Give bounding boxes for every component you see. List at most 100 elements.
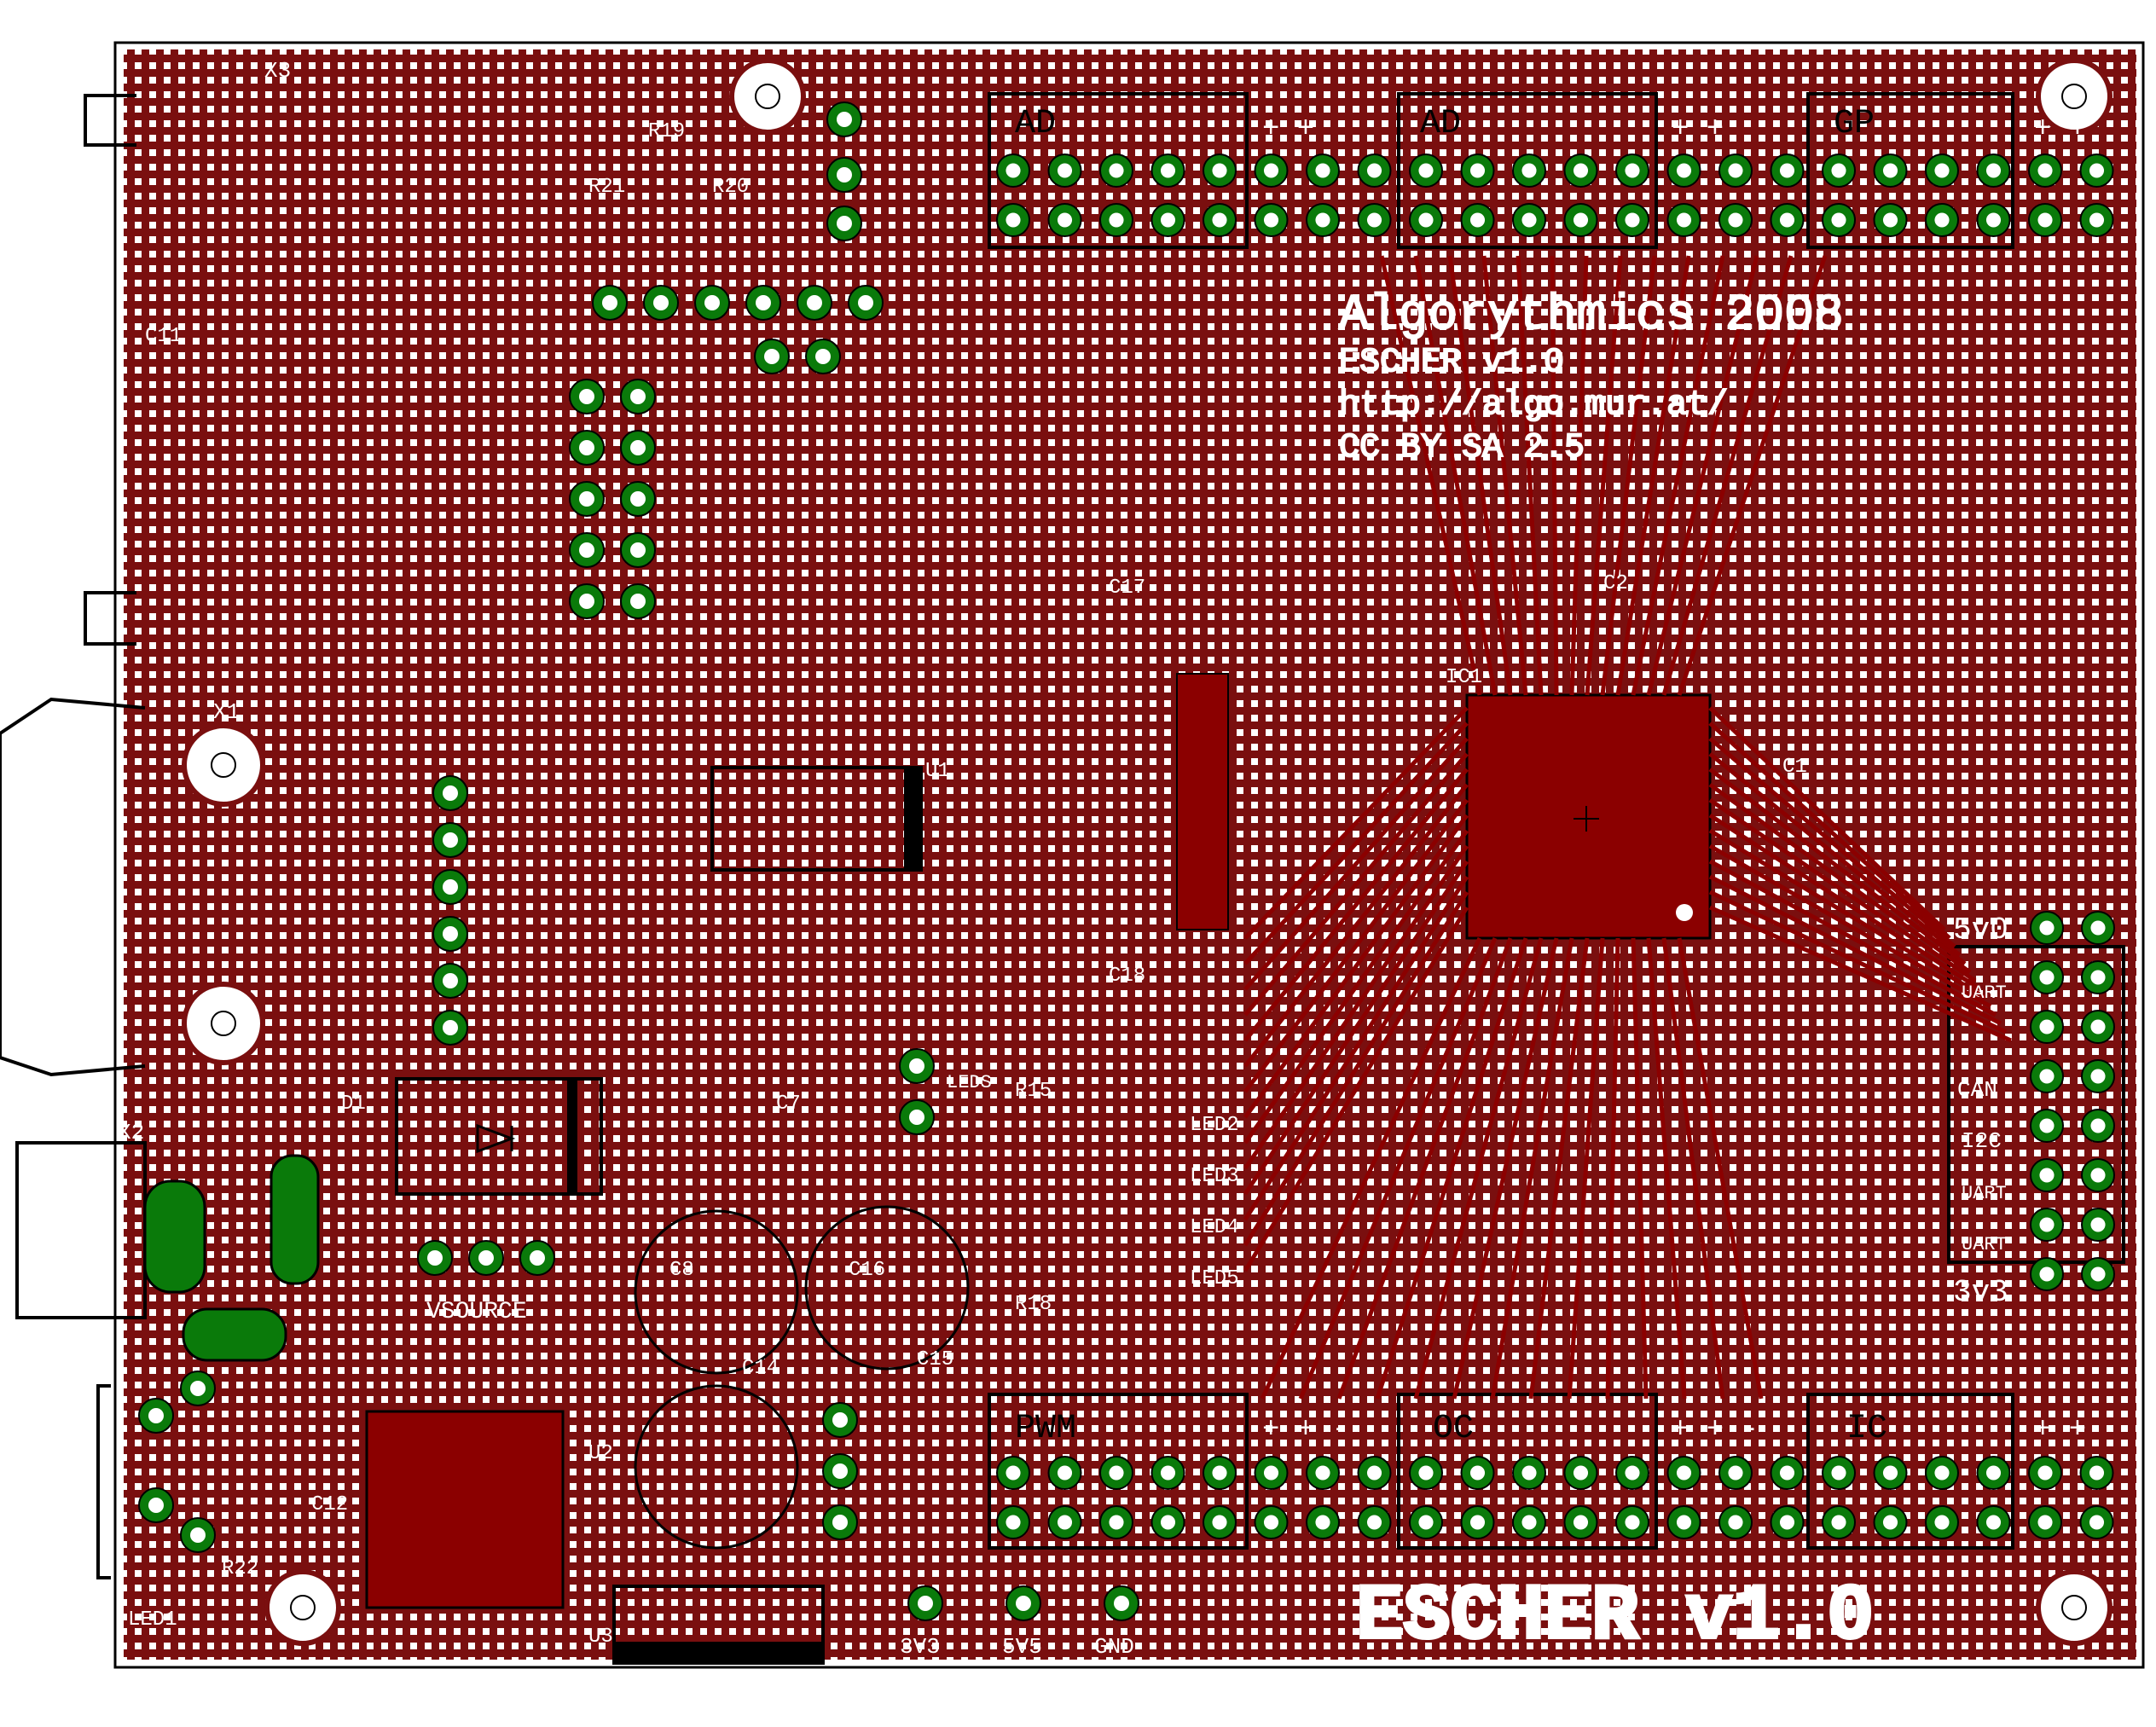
pad-hole	[2090, 1168, 2106, 1183]
label-leds: LEDS	[947, 1072, 992, 1093]
bottom-plus-1: + + -	[1262, 1414, 1349, 1446]
copper-trace	[1661, 255, 1794, 696]
pad-hole	[1831, 163, 1846, 178]
top-header-label-3: GP	[1834, 105, 1875, 143]
pad-hole	[1985, 1465, 2002, 1481]
pad-hole	[1263, 1465, 1279, 1481]
pad-hole	[1521, 212, 1537, 228]
label-x2: X2	[118, 1120, 144, 1145]
copper-trace	[1708, 859, 1997, 1017]
pad-hole	[1057, 1465, 1073, 1481]
pad-hole	[579, 389, 594, 404]
copper-trace	[1708, 797, 1977, 983]
right-label-uart-a: UART	[1962, 982, 2007, 1004]
pad-hole	[704, 295, 720, 310]
pad-hole	[1418, 1515, 1434, 1530]
copper-trace	[1550, 255, 1559, 696]
pad-hole	[478, 1250, 494, 1266]
pad-hole	[1985, 163, 2002, 178]
pad-hole	[1315, 1465, 1330, 1481]
pad-hole	[530, 1250, 545, 1266]
pad-hole	[1882, 212, 1898, 228]
copper-trace	[1243, 906, 1469, 1272]
copper-trace	[1447, 255, 1513, 696]
copper-trace	[1708, 890, 2008, 1034]
pad-hole	[2089, 1515, 2105, 1530]
pad-hole	[1366, 212, 1382, 228]
copper-trace	[1708, 768, 1967, 965]
label-led2: LED2	[1190, 1114, 1239, 1137]
pad-hole	[2090, 1118, 2106, 1133]
pad-hole	[630, 440, 646, 455]
pad-hole	[756, 295, 771, 310]
right-label-uart-c: UART	[1962, 1234, 2007, 1255]
pad-hole	[443, 879, 458, 895]
copper-trace	[1379, 255, 1482, 696]
ic-column	[1176, 673, 1229, 930]
board-name: ESCHER v1.0	[1356, 1572, 1874, 1661]
pad-hole	[2089, 1465, 2105, 1481]
copper-trace	[1243, 798, 1469, 1093]
pad-hole	[832, 1515, 848, 1530]
pad-hole	[1728, 212, 1743, 228]
pad-hole	[190, 1527, 206, 1543]
pad-hole	[909, 1110, 924, 1125]
copper-trace	[1243, 752, 1469, 1017]
copper-trace	[1243, 860, 1469, 1196]
pad-hole	[1728, 1465, 1743, 1481]
copper-trace	[1243, 814, 1469, 1119]
copper-trace	[1646, 937, 1687, 1400]
copper-trace	[1528, 937, 1590, 1400]
pad-hole	[443, 926, 458, 942]
pad-hole	[1418, 1465, 1434, 1481]
bottom-plus-3: + +	[2034, 1414, 2086, 1446]
pad-hole	[1934, 1515, 1950, 1530]
copper-trace	[1605, 937, 1620, 1400]
pad-hole	[653, 295, 669, 310]
label-c15: C15	[917, 1348, 953, 1371]
pad-hole	[579, 491, 594, 507]
u1-bar	[904, 768, 921, 870]
pad-hole	[443, 785, 458, 801]
pad-hole	[1109, 212, 1124, 228]
pad-hole	[1366, 1465, 1382, 1481]
pad-hole	[2039, 1019, 2055, 1034]
pad-hole	[1573, 1465, 1589, 1481]
pad-hole	[2039, 1266, 2055, 1282]
copper-trace	[1243, 783, 1469, 1068]
pad-hole	[1006, 163, 1021, 178]
pad-hole	[1109, 1515, 1124, 1530]
pad-hole	[630, 389, 646, 404]
misc-pads	[138, 101, 1139, 1621]
pad-hole	[630, 594, 646, 609]
bottom-header-label-1: PWM	[1015, 1410, 1076, 1448]
pad-hole	[1779, 163, 1795, 178]
pad-hole	[1625, 212, 1640, 228]
label-r18: R18	[1015, 1293, 1052, 1316]
pad-hole	[1779, 1515, 1795, 1530]
pad-hole	[1779, 212, 1795, 228]
copper-trace	[1615, 255, 1691, 696]
top-header-pads	[996, 154, 2114, 237]
top-header-boxes	[988, 92, 2014, 249]
pad-hole	[602, 295, 617, 310]
pad-hole	[2090, 1069, 2106, 1084]
pad-hole	[807, 295, 822, 310]
copper-trace	[1708, 828, 1987, 1000]
pad-hole	[1006, 1515, 1021, 1530]
pad-hole	[1006, 1465, 1021, 1481]
pad-hole	[1779, 1465, 1795, 1481]
pad-hole	[1469, 1465, 1486, 1481]
pad-hole	[2090, 970, 2106, 985]
pad-hole	[148, 1498, 164, 1513]
pad-hole	[148, 1408, 164, 1423]
label-c14: C14	[742, 1357, 779, 1380]
pad-hole	[1006, 212, 1021, 228]
pad-hole	[443, 973, 458, 988]
bottom-header-boxes	[988, 1393, 2014, 1550]
pad-hole	[1521, 1515, 1537, 1530]
copper-trace	[1336, 937, 1513, 1400]
label-5v5: 5V5	[1002, 1634, 1042, 1660]
pad-hole	[1625, 163, 1640, 178]
